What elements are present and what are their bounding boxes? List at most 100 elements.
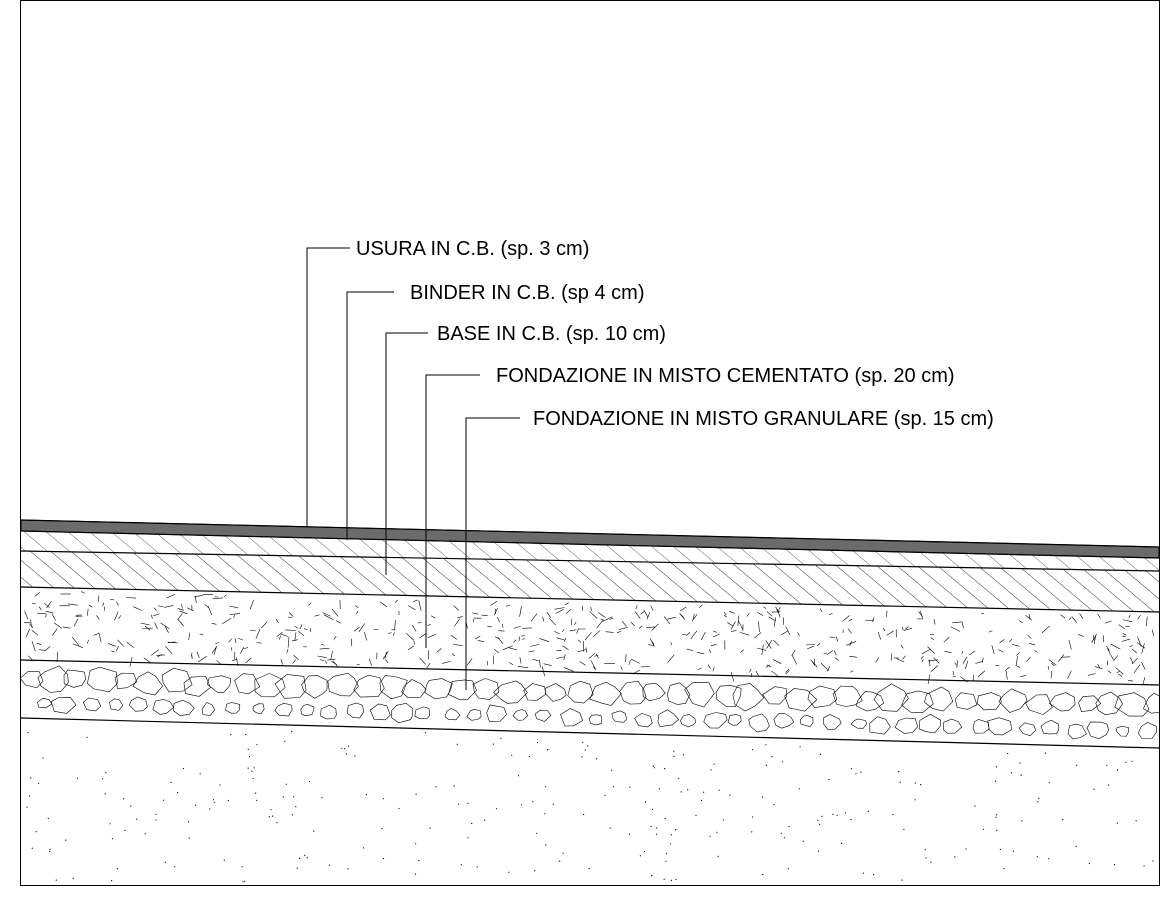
subgrade-dot bbox=[256, 744, 258, 746]
cement-dash bbox=[896, 658, 905, 663]
subgrade-dot bbox=[1019, 762, 1021, 764]
subgrade-dot bbox=[713, 763, 715, 765]
cement-dash bbox=[394, 599, 398, 603]
cement-dash bbox=[696, 651, 705, 655]
cement-dash bbox=[405, 632, 415, 641]
cement-dash bbox=[952, 621, 963, 624]
cement-dash bbox=[177, 608, 185, 611]
subgrade-dot bbox=[673, 750, 675, 752]
cement-dash bbox=[930, 665, 939, 672]
subgrade-dot bbox=[536, 832, 538, 834]
subgrade-dot bbox=[1093, 788, 1095, 790]
cement-dash bbox=[325, 660, 327, 664]
subgrade-dot bbox=[678, 777, 680, 779]
cement-dash bbox=[1048, 659, 1057, 666]
cement-dash bbox=[1142, 677, 1146, 685]
subgrade-dot bbox=[703, 791, 705, 793]
cement-dash bbox=[562, 645, 569, 651]
cement-dash bbox=[442, 660, 451, 664]
subgrade-dot bbox=[1062, 818, 1064, 821]
leader-misto-granulare bbox=[465, 417, 520, 690]
subgrade-dot bbox=[587, 745, 589, 747]
subgrade-dot bbox=[344, 748, 346, 750]
cement-dash bbox=[569, 629, 577, 632]
cement-dash bbox=[327, 658, 336, 661]
subgrade-dot bbox=[802, 840, 804, 842]
cement-dash bbox=[962, 656, 968, 664]
cement-dash bbox=[700, 631, 706, 641]
cement-dash bbox=[905, 626, 909, 630]
cement-dash bbox=[285, 629, 297, 631]
cement-dash bbox=[229, 613, 241, 616]
subgrade-dot bbox=[1048, 782, 1050, 784]
cement-dash bbox=[563, 654, 566, 660]
aggregate-stone bbox=[207, 675, 232, 694]
cement-dash bbox=[187, 607, 194, 612]
cement-dash bbox=[686, 648, 694, 652]
cement-dash bbox=[758, 621, 760, 633]
subgrade-dot bbox=[31, 847, 33, 849]
cement-dash bbox=[875, 657, 880, 663]
aggregate-stone bbox=[987, 717, 1012, 736]
cement-dash bbox=[791, 650, 796, 657]
cement-dash bbox=[977, 670, 986, 678]
aggregate-stone bbox=[1095, 691, 1123, 716]
cement-dash bbox=[188, 632, 191, 640]
cement-dash bbox=[646, 626, 656, 628]
cement-dash bbox=[502, 623, 504, 628]
cement-dash bbox=[690, 630, 698, 640]
cement-dash bbox=[294, 626, 299, 629]
cement-dash bbox=[698, 604, 703, 609]
subgrade-dot bbox=[903, 828, 905, 831]
cement-dash bbox=[519, 657, 522, 664]
cement-dash bbox=[222, 617, 232, 625]
cement-dash bbox=[1110, 643, 1121, 650]
subgrade-dot bbox=[867, 810, 869, 813]
subgrade-dot bbox=[1012, 850, 1015, 852]
subgrade-dot bbox=[136, 818, 138, 820]
cement-dash bbox=[902, 655, 906, 660]
subgrade-dot bbox=[219, 784, 221, 786]
subgrade-dot bbox=[855, 773, 857, 775]
subgrade-dot bbox=[544, 813, 546, 815]
subgrade-dot bbox=[72, 877, 74, 880]
aggregate-stone bbox=[109, 698, 124, 711]
cement-dash bbox=[882, 628, 886, 631]
cement-dash bbox=[1128, 614, 1131, 619]
cement-dash bbox=[522, 637, 525, 641]
cement-dash bbox=[901, 626, 904, 631]
subgrade-dot bbox=[187, 821, 190, 823]
cement-dash bbox=[490, 600, 498, 606]
cement-dash bbox=[961, 622, 964, 629]
cement-dash bbox=[319, 647, 330, 650]
subgrade-dot bbox=[484, 819, 486, 821]
aggregate-stone bbox=[684, 682, 715, 708]
subgrade-dot bbox=[242, 881, 244, 883]
subgrade-dot bbox=[520, 804, 523, 806]
aggregate-stone bbox=[1040, 719, 1059, 735]
subgrade-dot bbox=[227, 799, 229, 802]
aggregate-stone bbox=[486, 704, 507, 722]
cement-dash bbox=[1141, 661, 1146, 670]
cement-dash-pattern bbox=[24, 591, 1154, 685]
subgrade-dot bbox=[1044, 752, 1047, 754]
cement-dash bbox=[243, 647, 249, 650]
subgrade-dot bbox=[695, 814, 697, 817]
layer-boundaries bbox=[21, 519, 1159, 749]
cement-dash bbox=[157, 605, 164, 608]
aggregate-stone bbox=[762, 686, 787, 705]
cement-dash bbox=[829, 613, 833, 615]
cement-dash bbox=[1113, 655, 1119, 661]
subgrade-dot bbox=[49, 850, 51, 852]
cement-dash bbox=[766, 639, 773, 649]
cement-dash bbox=[279, 635, 281, 640]
cement-dash bbox=[356, 611, 359, 614]
subgrade-dot bbox=[495, 808, 498, 810]
cement-dash bbox=[778, 606, 781, 612]
leader-lines bbox=[306, 247, 520, 690]
cement-dash bbox=[1005, 670, 1008, 680]
subgrade-dot bbox=[930, 861, 932, 863]
cement-dash bbox=[412, 624, 417, 632]
cement-dash bbox=[494, 636, 500, 640]
cement-dash bbox=[1122, 635, 1127, 638]
